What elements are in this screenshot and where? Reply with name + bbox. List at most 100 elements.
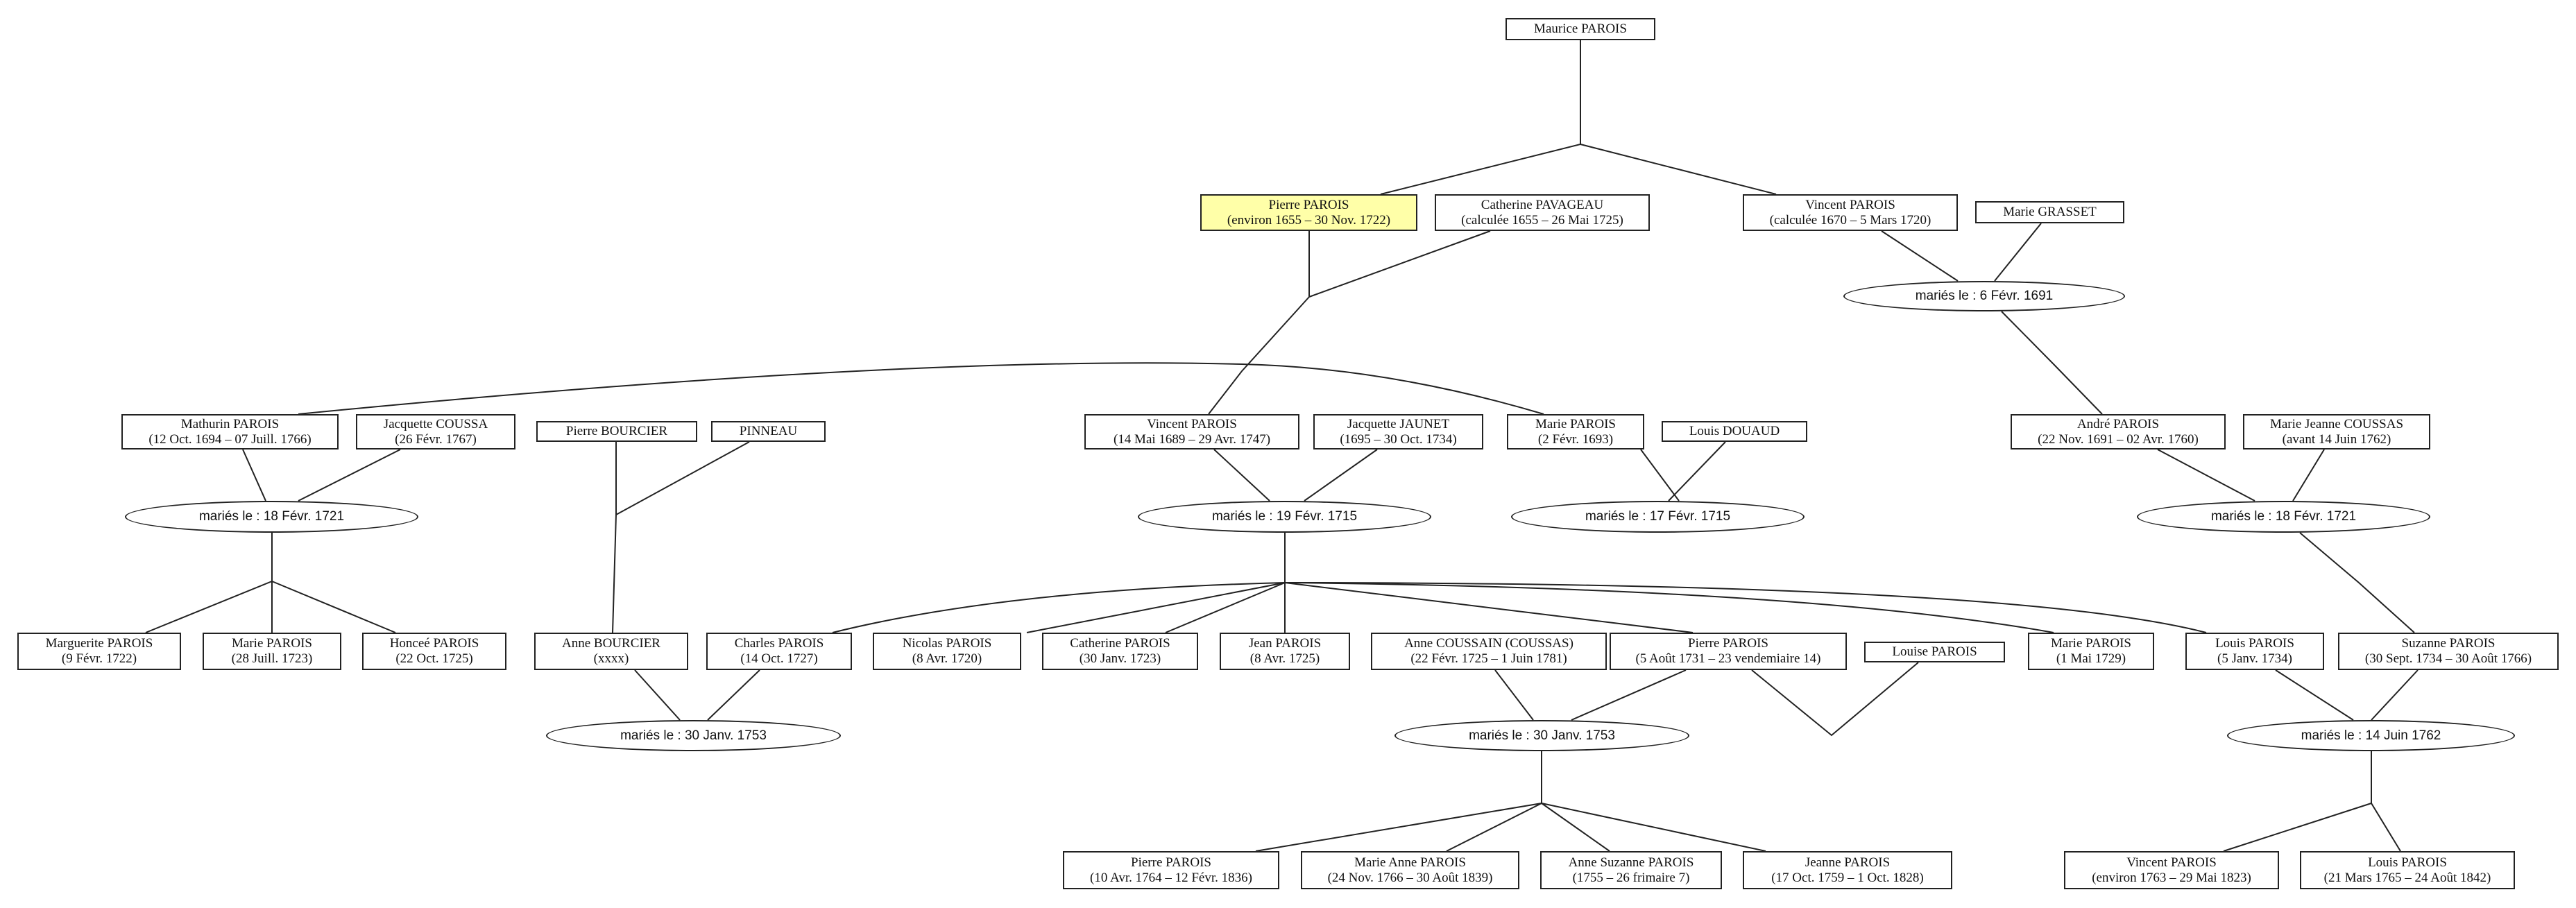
person-marie-grasset[interactable]: Marie GRASSET bbox=[1975, 201, 2124, 223]
person-mathurin-parois[interactable]: Mathurin PAROIS (12 Oct. 1694 – 07 Juill… bbox=[121, 414, 339, 449]
line-junction-mathurin bbox=[298, 362, 1243, 415]
person-dates: (26 Févr. 1767) bbox=[395, 431, 477, 447]
line-vincent2-union bbox=[1213, 449, 1270, 502]
person-vincent-parois-1[interactable]: Vincent PAROIS (calculée 1670 – 5 Mars 1… bbox=[1743, 194, 1958, 231]
line-pierre2-louise bbox=[1751, 662, 1919, 737]
person-name: Vincent PAROIS bbox=[1805, 197, 1895, 212]
line-child-pierre2 bbox=[1284, 582, 1694, 633]
marriage-vincent2-jaunet[interactable]: mariés le : 19 Févr. 1715 bbox=[1138, 501, 1431, 533]
person-anne-suzanne-parois[interactable]: Anne Suzanne PAROIS (1755 – 26 frimaire … bbox=[1540, 851, 1722, 889]
person-name: Suzanne PAROIS bbox=[2401, 636, 2496, 651]
line-child-pierre3 bbox=[1255, 803, 1542, 852]
marriage-louis1-suzanne[interactable]: mariés le : 14 Juin 1762 bbox=[2227, 720, 2515, 751]
person-name: Jeanne PAROIS bbox=[1805, 855, 1891, 870]
person-marguerite-parois[interactable]: Marguerite PAROIS (9 Févr. 1722) bbox=[17, 633, 181, 670]
person-pierre-bourcier[interactable]: Pierre BOURCIER bbox=[536, 421, 697, 442]
person-name: Louis PAROIS bbox=[2215, 636, 2294, 651]
person-dates: (xxxx) bbox=[593, 651, 629, 666]
person-honcee-parois[interactable]: Honceé PAROIS (22 Oct. 1725) bbox=[362, 633, 506, 670]
person-catherine-parois[interactable]: Catherine PAROIS (30 Janv. 1723) bbox=[1042, 633, 1198, 670]
person-dates: (environ 1655 – 30 Nov. 1722) bbox=[1227, 212, 1391, 228]
line-junction-vincent2 bbox=[1208, 296, 1310, 415]
line-child-marie3 bbox=[1284, 582, 2054, 633]
person-pinneau[interactable]: PINNEAU bbox=[711, 421, 826, 442]
line-union-andre bbox=[2001, 311, 2103, 415]
person-dates: (21 Mars 1765 – 24 Août 1842) bbox=[2323, 870, 2491, 885]
line-douaud-union bbox=[1668, 441, 1726, 502]
line-child-nicolas bbox=[1026, 582, 1286, 633]
person-dates: (14 Oct. 1727) bbox=[740, 651, 818, 666]
person-name: Jacquette COUSSA bbox=[383, 416, 488, 431]
person-jacquette-coussa[interactable]: Jacquette COUSSA (26 Févr. 1767) bbox=[356, 414, 515, 449]
person-pierre-parois-highlighted[interactable]: Pierre PAROIS (environ 1655 – 30 Nov. 17… bbox=[1200, 194, 1417, 231]
person-name: Marie PAROIS bbox=[1535, 416, 1616, 431]
marriage-annec-pierre2[interactable]: mariés le : 30 Janv. 1753 bbox=[1394, 720, 1689, 751]
person-name: Marie PAROIS bbox=[232, 636, 312, 651]
person-anne-coussain[interactable]: Anne COUSSAIN (COUSSAS) (22 Févr. 1725 –… bbox=[1371, 633, 1607, 670]
marriage-anneb-charles[interactable]: mariés le : 30 Janv. 1753 bbox=[546, 720, 841, 751]
person-louis-parois-1[interactable]: Louis PAROIS (5 Janv. 1734) bbox=[2185, 633, 2324, 670]
line-union-suzanne bbox=[2299, 532, 2415, 633]
line-child-charles bbox=[832, 582, 1286, 633]
person-louis-parois-2[interactable]: Louis PAROIS (21 Mars 1765 – 24 Août 184… bbox=[2300, 851, 2515, 889]
person-name: Marie Jeanne COUSSAS bbox=[2269, 416, 2404, 431]
person-andre-parois[interactable]: André PAROIS (22 Nov. 1691 – 02 Avr. 176… bbox=[2011, 414, 2226, 449]
person-maurice-parois[interactable]: Maurice PAROIS bbox=[1505, 18, 1655, 40]
person-name: Anne BOURCIER bbox=[562, 636, 660, 651]
person-dates: (5 Août 1731 – 23 vendemiaire 14) bbox=[1635, 651, 1821, 666]
line-louis1-union bbox=[2275, 669, 2354, 721]
person-nicolas-parois[interactable]: Nicolas PAROIS (8 Avr. 1720) bbox=[873, 633, 1021, 670]
person-pierre-parois-3[interactable]: Pierre PAROIS (10 Avr. 1764 – 12 Févr. 1… bbox=[1063, 851, 1279, 889]
line-pinneau-junction bbox=[615, 441, 750, 515]
person-catherine-pavageau[interactable]: Catherine PAVAGEAU (calculée 1655 – 26 M… bbox=[1435, 194, 1650, 231]
line-vincent1-union bbox=[1881, 230, 1959, 282]
marriage-vincent1-grasset[interactable]: mariés le : 6 Févr. 1691 bbox=[1843, 281, 2125, 311]
person-name: Pierre BOURCIER bbox=[565, 424, 668, 438]
person-marie-parois-1[interactable]: Marie PAROIS (2 Févr. 1693) bbox=[1507, 414, 1644, 449]
person-dates: (8 Avr. 1725) bbox=[1249, 651, 1320, 666]
person-louise-parois[interactable]: Louise PAROIS bbox=[1864, 642, 2005, 662]
line-child-catherine2 bbox=[1165, 582, 1286, 633]
person-jean-parois[interactable]: Jean PAROIS (8 Avr. 1725) bbox=[1220, 633, 1350, 670]
person-marie-anne-parois[interactable]: Marie Anne PAROIS (24 Nov. 1766 – 30 Aoû… bbox=[1301, 851, 1519, 889]
line-junction-marie1 bbox=[1241, 363, 1544, 415]
line-anneb-union bbox=[634, 669, 681, 721]
person-name: Anne COUSSAIN (COUSSAS) bbox=[1404, 636, 1573, 651]
person-dates: (environ 1763 – 29 Mai 1823) bbox=[2092, 870, 2251, 885]
person-dates: (12 Oct. 1694 – 07 Juill. 1766) bbox=[148, 431, 312, 447]
person-vincent-parois-2[interactable]: Vincent PAROIS (14 Mai 1689 – 29 Avr. 17… bbox=[1084, 414, 1299, 449]
person-anne-bourcier[interactable]: Anne BOURCIER (xxxx) bbox=[534, 633, 688, 670]
person-jacquette-jaunet[interactable]: Jacquette JAUNET (1695 – 30 Oct. 1734) bbox=[1313, 414, 1483, 449]
person-dates: (28 Juill. 1723) bbox=[231, 651, 313, 666]
marriage-andre-coussas[interactable]: mariés le : 18 Févr. 1721 bbox=[2137, 501, 2430, 533]
person-dates: (8 Avr. 1720) bbox=[912, 651, 982, 666]
person-name: Vincent PAROIS bbox=[2126, 855, 2217, 870]
person-jeanne-parois[interactable]: Jeanne PAROIS (17 Oct. 1759 – 1 Oct. 182… bbox=[1743, 851, 1952, 889]
person-name: Louise PAROIS bbox=[1892, 644, 1977, 659]
person-pierre-parois-2[interactable]: Pierre PAROIS (5 Août 1731 – 23 vendemia… bbox=[1610, 633, 1847, 670]
line-junction-anneb bbox=[612, 514, 617, 633]
person-name: Pierre PAROIS bbox=[1688, 636, 1768, 651]
person-marie-parois-2[interactable]: Marie PAROIS (28 Juill. 1723) bbox=[203, 633, 341, 670]
marriage-mathurin-coussa[interactable]: mariés le : 18 Févr. 1721 bbox=[125, 501, 418, 533]
person-dates: (1695 – 30 Oct. 1734) bbox=[1340, 431, 1457, 447]
person-dates: (calculée 1670 – 5 Mars 1720) bbox=[1769, 212, 1931, 228]
person-name: Jacquette JAUNET bbox=[1347, 416, 1450, 431]
line-andre-union bbox=[2157, 449, 2255, 502]
person-louis-douaud[interactable]: Louis DOUAUD bbox=[1662, 421, 1807, 442]
person-name: Mathurin PAROIS bbox=[180, 416, 280, 431]
person-suzanne-parois[interactable]: Suzanne PAROIS (30 Sept. 1734 – 30 Août … bbox=[2338, 633, 2559, 670]
line-annec-union bbox=[1494, 669, 1534, 721]
person-name: Anne Suzanne PAROIS bbox=[1568, 855, 1694, 870]
person-charles-parois[interactable]: Charles PAROIS (14 Oct. 1727) bbox=[706, 633, 852, 670]
person-vincent-parois-3[interactable]: Vincent PAROIS (environ 1763 – 29 Mai 18… bbox=[2064, 851, 2279, 889]
person-marie-parois-3[interactable]: Marie PAROIS (1 Mai 1729) bbox=[2028, 633, 2154, 670]
marriage-marie1-douaud[interactable]: mariés le : 17 Févr. 1715 bbox=[1511, 501, 1805, 533]
person-name: Marguerite PAROIS bbox=[45, 636, 153, 651]
person-marie-jeanne-coussas[interactable]: Marie Jeanne COUSSAS (avant 14 Juin 1762… bbox=[2243, 414, 2430, 449]
line-child-louis1 bbox=[1284, 582, 2207, 633]
person-dates: (17 Oct. 1759 – 1 Oct. 1828) bbox=[1771, 870, 1924, 885]
line-child-vincent3 bbox=[2223, 803, 2372, 852]
person-dates: (5 Janv. 1734) bbox=[2217, 651, 2292, 666]
